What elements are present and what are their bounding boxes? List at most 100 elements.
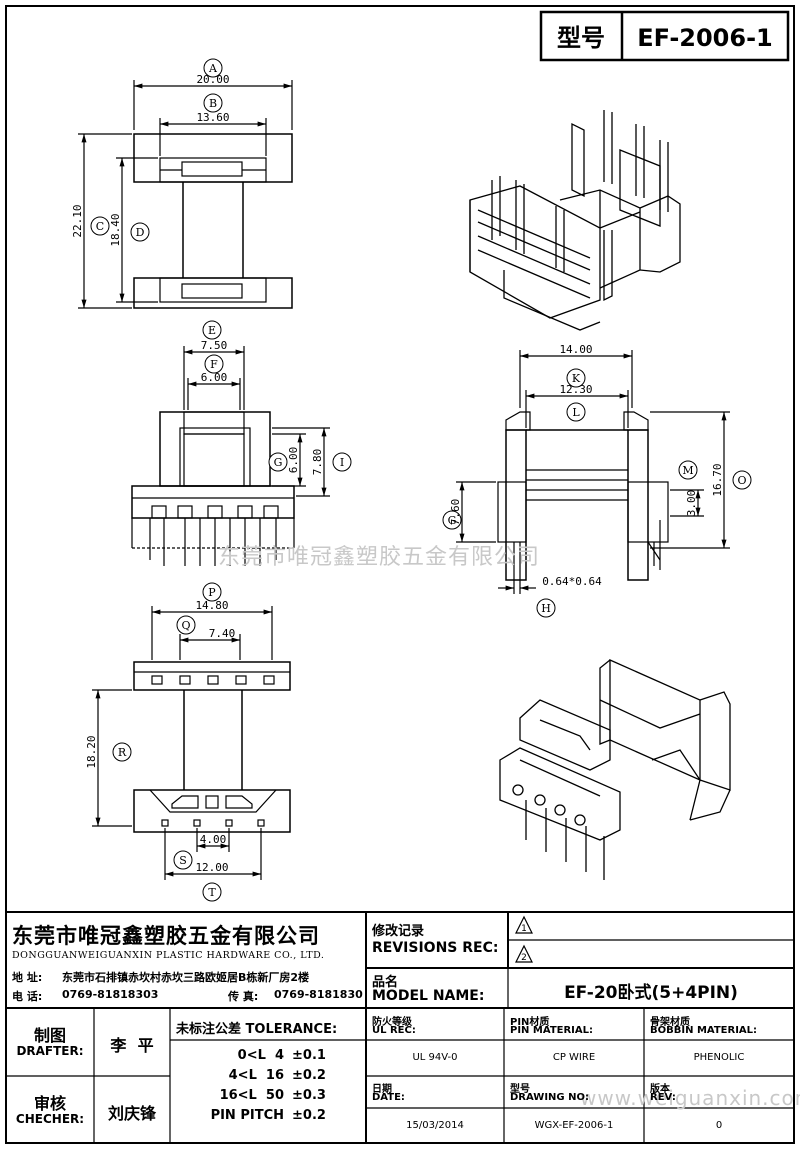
dimension-c: C 22.10 xyxy=(71,204,110,238)
tolerance-range: 0<L 4 xyxy=(237,1048,284,1063)
pin-label-en: PIN MATERIAL: xyxy=(510,1025,593,1036)
dimension-value: 4.00 xyxy=(200,833,227,846)
company-name-cn: 东莞市唯冠鑫塑胶五金有限公司 xyxy=(12,924,320,948)
phone-label: 电 话: xyxy=(12,990,43,1003)
dimension-h: H 0.64*0.64 xyxy=(536,575,602,618)
dimension-letter: T xyxy=(208,886,216,899)
dimension-bubble xyxy=(332,452,352,472)
iso-view-bottom xyxy=(499,658,731,880)
dimension-bubble xyxy=(203,58,223,78)
view-bottom xyxy=(92,606,291,880)
drawing-label-en: DRAWING NO: xyxy=(510,1092,589,1103)
tolerance-title: 未标注公差 TOLERANCE: xyxy=(176,1022,338,1037)
dimension-bubble xyxy=(732,470,752,490)
dimension-bubble xyxy=(566,402,586,422)
dimension-letter: D xyxy=(136,226,145,239)
dimension-letter: S xyxy=(179,854,187,867)
dimension-letter: K xyxy=(572,372,581,385)
checker-name: 刘庆锋 xyxy=(107,1104,156,1123)
drawing-value: WGX-EF-2006-1 xyxy=(534,1120,614,1131)
dimension-letter: P xyxy=(208,586,216,599)
watermark-center: 东莞市唯冠鑫塑胶五金有限公司 xyxy=(218,545,541,570)
dimension-bubble xyxy=(176,615,196,635)
tolerance-range: 4<L 16 xyxy=(228,1068,284,1083)
tolerance-value: ±0.2 xyxy=(292,1108,326,1123)
rev2-mark: 2 xyxy=(521,953,527,963)
dimension-value: 6.00 xyxy=(287,447,300,474)
tolerance-value: ±0.1 xyxy=(292,1048,326,1063)
dimension-letter: B xyxy=(209,97,217,110)
dimension-value: 3.00 xyxy=(685,490,698,517)
address-label: 地 址: xyxy=(12,971,43,984)
dimension-bubble xyxy=(566,368,586,388)
dimension-p: P14.80 xyxy=(195,582,229,612)
ul-value: UL 94V-0 xyxy=(412,1052,458,1063)
dimension-value: 6.00 xyxy=(201,371,228,384)
dimension-bubble xyxy=(112,742,132,762)
dimension-value: 14.80 xyxy=(195,599,228,612)
dimension-value: 0.64*0.64 xyxy=(542,575,602,588)
drafter-label-cn: 制图 xyxy=(33,1026,66,1045)
dimension-bubble xyxy=(130,222,150,242)
dimension-f: F6.00 xyxy=(201,354,228,384)
dimension-letter: H xyxy=(541,602,551,615)
dimension-bubble xyxy=(202,582,222,602)
dimension-m: M 3.00 xyxy=(678,460,698,517)
rev1-mark: 1 xyxy=(521,924,527,934)
pin-value: CP WIRE xyxy=(552,1052,596,1063)
dimension-value: 13.60 xyxy=(196,111,229,124)
header-model-label: 型号 xyxy=(557,24,605,52)
date-label-en: DATE: xyxy=(372,1092,405,1103)
rev-label-cn: 版本 xyxy=(650,1084,670,1095)
tolerance-range: 16<L 50 xyxy=(219,1088,284,1103)
phone-value: 0769-81818303 xyxy=(62,988,159,1001)
fax-value: 0769-8181830 xyxy=(274,988,363,1001)
company-name-en: DONGGUANWEIGUANXIN PLASTIC HARDWARE CO.,… xyxy=(12,950,325,961)
dimension-letter: C xyxy=(96,220,104,233)
ul-label-cn: 防火等级 xyxy=(372,1017,412,1028)
dimension-value: 16.70 xyxy=(711,463,724,496)
bobbin-label-en: BOBBIN MATERIAL: xyxy=(650,1025,758,1036)
dimension-letter: R xyxy=(118,746,127,759)
revisions-label-en: REVISIONS REC: xyxy=(372,940,499,956)
dimension-letter: M xyxy=(682,464,693,477)
dimension-k: K 14.00 xyxy=(559,343,593,388)
dimension-s: S 4.00 xyxy=(173,833,227,870)
dimension-value: 18.40 xyxy=(109,213,122,246)
dimension-value: 12.30 xyxy=(559,383,592,396)
drafter-label-en: DRAFTER: xyxy=(16,1044,84,1058)
bobbin-label-cn: 骨架材质 xyxy=(650,1017,690,1028)
header-model-number: EF-2006-1 xyxy=(637,24,772,52)
model-name-label-cn: 品名 xyxy=(372,975,399,990)
dimension-d: D 18.40 xyxy=(109,213,150,247)
dimension-e: E7.50 xyxy=(201,320,228,352)
dimension-g2: G7.60 xyxy=(442,499,462,530)
dimension-letter: G xyxy=(448,514,457,527)
dimension-bubble xyxy=(204,354,224,374)
title-block-grid xyxy=(6,911,794,1143)
model-name-label-en: MODEL NAME: xyxy=(372,988,485,1004)
dimension-a: A20.00 xyxy=(196,58,230,86)
ul-label-en: UL REC: xyxy=(372,1025,416,1036)
sheet-border xyxy=(5,5,795,1144)
dimension-value: 20.00 xyxy=(196,73,229,86)
dimension-t: T12.00 xyxy=(195,861,229,902)
dimension-value: 22.10 xyxy=(71,204,84,237)
dimension-value: 7.50 xyxy=(201,339,228,352)
dimension-bubble xyxy=(442,510,462,530)
bobbin-value: PHENOLIC xyxy=(693,1052,745,1063)
dimension-bubble xyxy=(536,598,556,618)
dimension-q: Q7.40 xyxy=(176,615,236,640)
dimension-o: O16.70 xyxy=(711,463,752,497)
dimension-value: 14.00 xyxy=(559,343,592,356)
revision-triangles xyxy=(515,915,533,963)
dimension-letter: A xyxy=(208,62,218,75)
dimension-letter: G xyxy=(274,456,283,469)
revisions-label-cn: 修改记录 xyxy=(372,924,425,939)
watermark-bottom: www.weiguanxin.com xyxy=(580,1086,800,1110)
tolerance-value: ±0.2 xyxy=(292,1068,326,1083)
date-value: 15/03/2014 xyxy=(406,1120,464,1131)
dimension-value: 7.40 xyxy=(209,627,236,640)
